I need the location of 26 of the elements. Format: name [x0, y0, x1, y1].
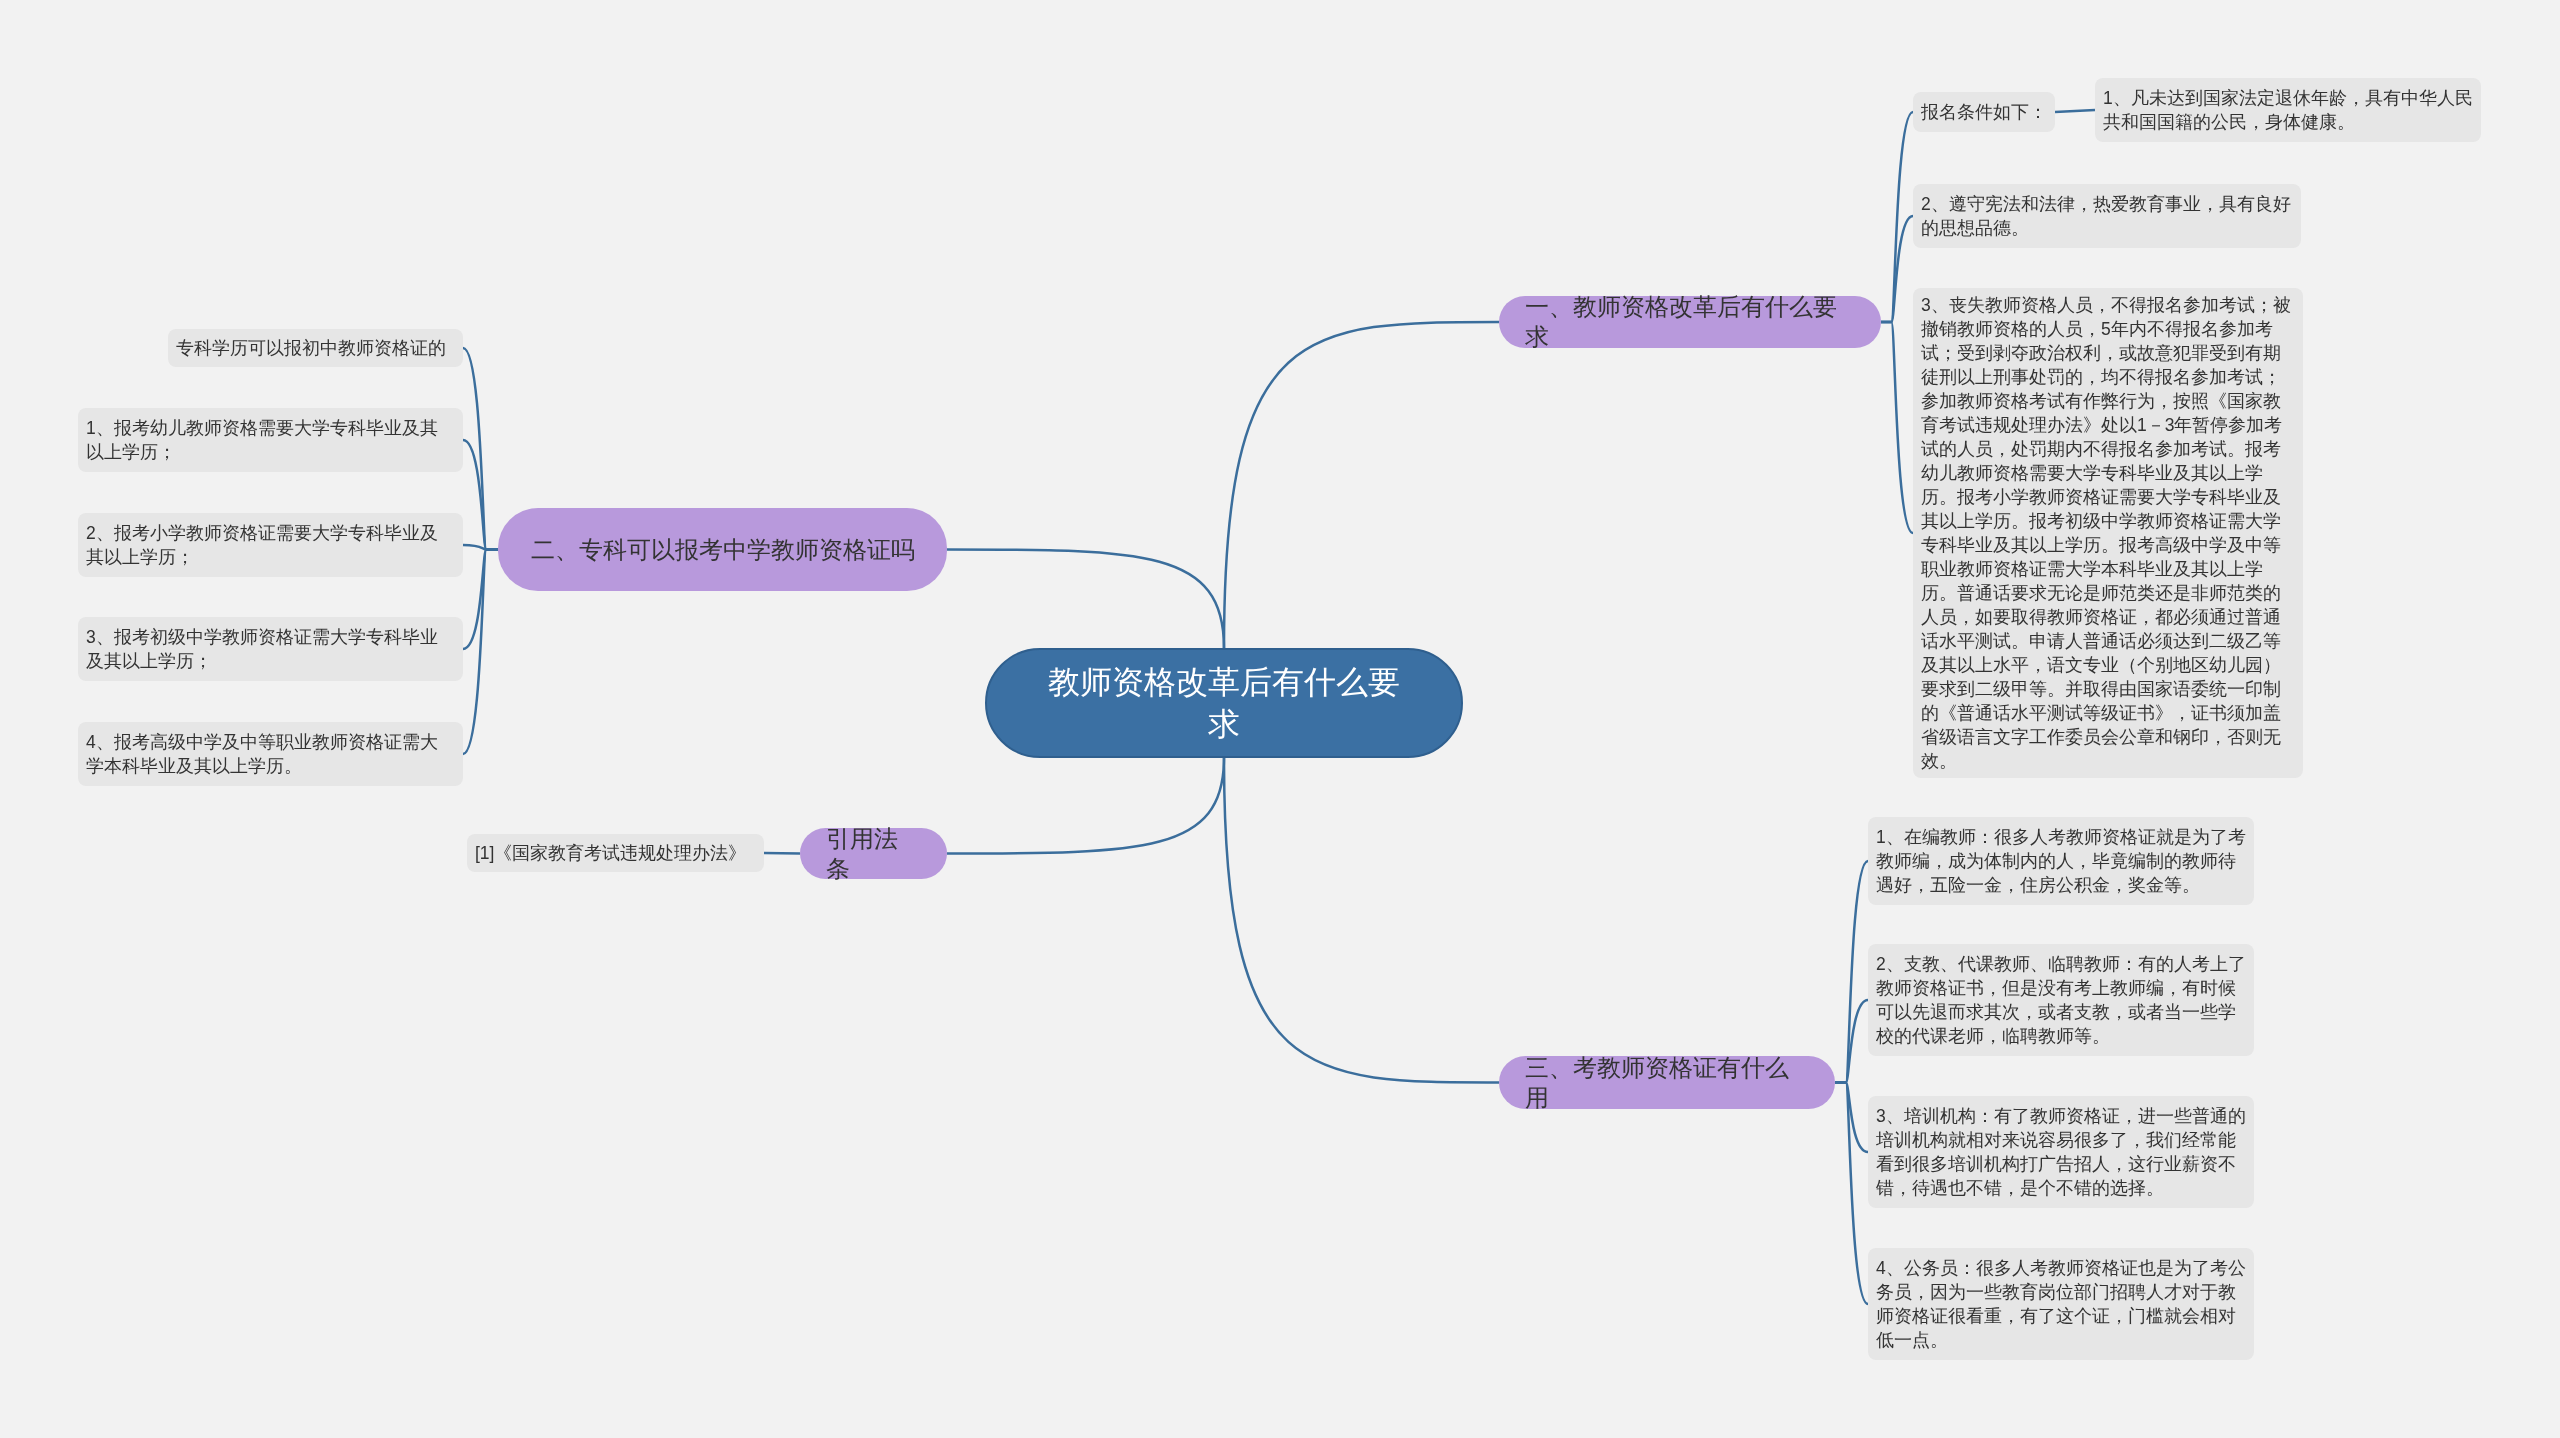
connector-line [1835, 1081, 1869, 1305]
note-box: 2、报考小学教师资格证需要大学专科毕业及其以上学历； [78, 513, 463, 577]
note-box: 1、报考幼儿教师资格需要大学专科毕业及其以上学历； [78, 408, 463, 472]
connector-line [462, 548, 498, 755]
note-box: 专科学历可以报初中教师资格证的 [168, 329, 463, 367]
topic-pill: 二、专科可以报考中学教师资格证吗 [498, 508, 947, 591]
note-box: 报名条件如下： [1913, 92, 2055, 132]
note-box: 2、支教、代课教师、临聘教师：有的人考上了教师资格证书，但是没有考上教师编，有时候可以先退而求其次，或者支教，或者当一些学校的代课老师，临聘教师等。 [1868, 944, 2254, 1056]
note-box: 4、报考高级中学及中等职业教师资格证需大学本科毕业及其以上学历。 [78, 722, 463, 786]
topic-pill: 三、考教师资格证有什么用 [1499, 1056, 1835, 1109]
note-box: 3、丧失教师资格人员，不得报名参加考试；被撤销教师资格的人员，5年内不得报名参加考试；受到剥夺政治权利，或故意犯罪受到有期徒刑以上刑事处罚的，均不得报名参加考试；参加教师资格考试有作弊行为，按照《国家教育考试违规处理办法》处以1－3年暂停参加考试的人员，处罚期内不得报名参加考试。报考幼儿教师资格需要大学专科毕业及其以上学历。报考小学教师资格证需要大学专科毕业及其以上学历。报考初级中学教师资格证需大学专科毕业及其以上学历。报考高级中学及中等职业教师资格证需大学本科毕业及其以上学历。普通话要求无论是师范类还是非师范类的人员，如要取得教师资格证，都必须通过普通话水平测试。申请人普通话必须达到二级乙等及其以上水平，语文专业（个别地区幼儿园）要求到二级甲等。并取得由国家语委统一印制的《普通话水平测试等级证书》，证书须加盖省级语言文字工作委员会公章和钢印，否则无效。 [1913, 288, 2303, 778]
note-box: 2、遵守宪法和法律，热爱教育事业，具有良好的思想品德。 [1913, 184, 2301, 248]
connector-line [764, 851, 800, 855]
note-box: 3、报考初级中学教师资格证需大学专科毕业及其以上学历； [78, 617, 463, 681]
connector-line [947, 548, 1226, 649]
connector-line [2054, 108, 2096, 114]
topic-pill: 一、教师资格改革后有什么要求 [1499, 296, 1881, 348]
note-box: [1]《国家教育考试违规处理办法》 [467, 834, 764, 872]
topic-pill: 引用法条 [800, 828, 947, 879]
note-box: 4、公务员：很多人考教师资格证也是为了考公务员，因为一些教育岗位部门招聘人才对于教师资格证很看重，有了这个证，门槛就会相对低一点。 [1868, 1248, 2254, 1360]
connector-line [1222, 757, 1499, 1084]
connector-line [1881, 320, 1914, 534]
note-box: 1、凡未达到国家法定退休年龄，具有中华人民共和国国籍的公民，身体健康。 [2095, 78, 2481, 142]
note-box: 3、培训机构：有了教师资格证，进一些普通的培训机构就相对来说容易很多了，我们经常能看到很多培训机构打广告招人，这行业薪资不错，待遇也不错，是个不错的选择。 [1868, 1096, 2254, 1208]
note-box: 1、在编教师：很多人考教师资格证就是为了考教师编，成为体制内的人，毕竟编制的教师待遇好，五险一金，住房公积金，奖金等。 [1868, 817, 2254, 905]
central-topic: 教师资格改革后有什么要求 [985, 648, 1463, 758]
